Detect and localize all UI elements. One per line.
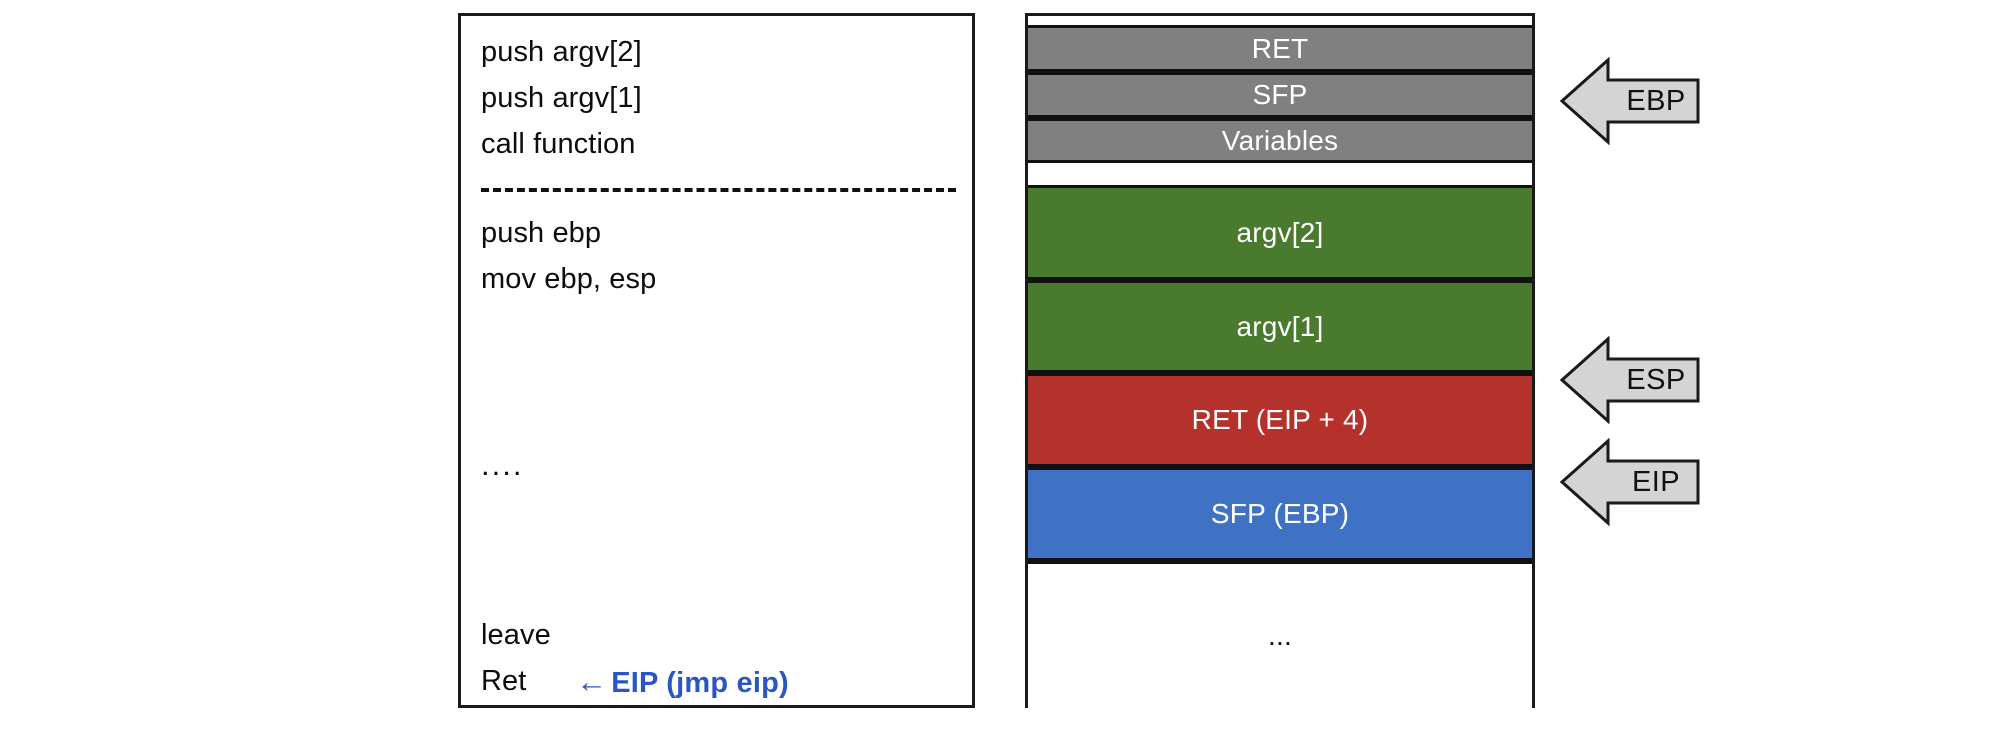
code-line-leave: leave <box>481 619 551 651</box>
stack-cell-label: SFP <box>1252 79 1308 110</box>
pointer-label-eip: EIP <box>1632 465 1680 498</box>
stack-cell: SFP (EBP) <box>1028 467 1532 561</box>
eip-annotation-label: EIP (jmp eip) <box>611 667 789 699</box>
stack-cell: argv[1] <box>1028 280 1532 373</box>
left-arrow-shape-icon <box>1559 335 1700 425</box>
pointer-arrow-ebp: EBP <box>1559 56 1700 146</box>
stack-cell: RET (EIP + 4) <box>1028 373 1532 467</box>
left-arrow-shape-icon <box>1559 56 1700 146</box>
stack-cell: argv[2] <box>1028 185 1532 280</box>
code-line-ellipsis: .... <box>481 447 524 482</box>
stack-cell-label: RET (EIP + 4) <box>1191 404 1369 435</box>
code-line-push-argv2: push argv[2] <box>481 36 642 68</box>
stack-cell: Variables <box>1028 118 1532 163</box>
stack-cell-label: ... <box>1268 620 1292 651</box>
stack-cell-label: Variables <box>1221 124 1339 156</box>
stack-cell-label: argv[1] <box>1236 310 1324 342</box>
pointer-arrow-esp: ESP <box>1559 335 1700 425</box>
pointer-arrow-eip: EIP <box>1559 437 1700 527</box>
stack-cell: ... <box>1028 561 1532 708</box>
stack-cell <box>1028 163 1532 185</box>
eip-annotation: ←EIP (jmp eip) <box>576 664 789 700</box>
assembly-code-panel: push argv[2] push argv[1] call function … <box>458 13 975 708</box>
code-line-push-argv1: push argv[1] <box>481 82 642 114</box>
stack-cell-label: argv[2] <box>1236 216 1324 248</box>
stack-cell: SFP <box>1028 72 1532 118</box>
left-arrow-icon: ← <box>576 664 608 699</box>
stack-cell-label: SFP (EBP) <box>1210 498 1350 529</box>
stack-diagram-panel: RET SFP Variables argv[2] argv[1] RET (EIP + … <box>1025 13 1535 708</box>
code-line-call-function: call function <box>481 128 636 160</box>
code-line-ret: Ret <box>481 665 527 697</box>
pointer-label-esp: ESP <box>1626 363 1686 396</box>
dashed-separator <box>481 188 956 192</box>
stack-cell: RET <box>1028 25 1532 72</box>
pointer-label-ebp: EBP <box>1626 84 1686 117</box>
code-line-push-ebp: push ebp <box>481 217 602 249</box>
code-line-mov-ebp-esp: mov ebp, esp <box>481 263 657 295</box>
stack-cell-label: RET <box>1251 32 1309 64</box>
left-arrow-shape-icon <box>1559 437 1700 527</box>
